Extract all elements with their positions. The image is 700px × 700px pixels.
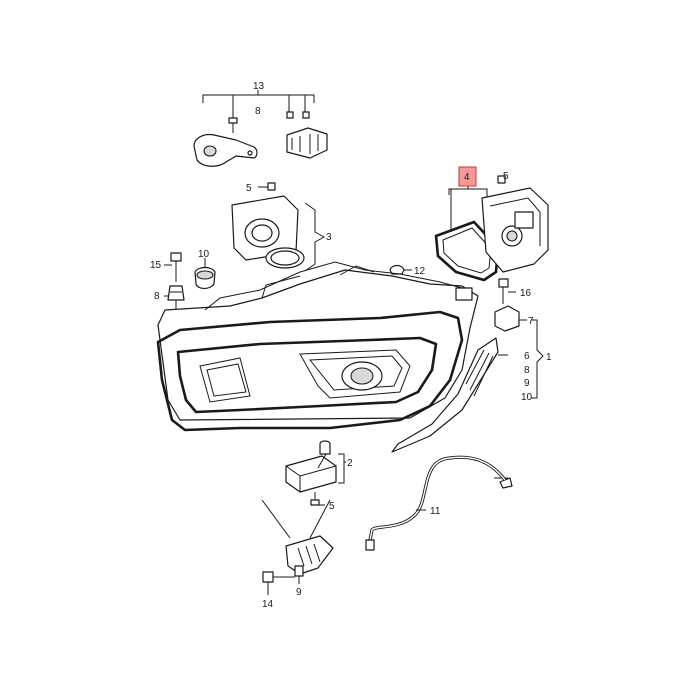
highlight-callout-4-box — [458, 166, 477, 187]
ballast-2 — [285, 440, 346, 506]
screw-16 — [498, 278, 516, 304]
callout-10-right: 10 — [521, 392, 533, 403]
callout-15: 15 — [150, 260, 162, 271]
callout-8-top: 8 — [255, 106, 261, 117]
callout-5-bottom: 5 — [329, 501, 335, 512]
callout-9-right: 9 — [524, 378, 530, 389]
callout-8-right: 8 — [524, 365, 530, 376]
housing-4-group — [434, 175, 549, 282]
mount-bracket-left — [193, 133, 258, 167]
screw-14 — [262, 571, 295, 595]
bulb-10 — [194, 258, 216, 290]
screw-part — [228, 117, 238, 133]
callout-6: 6 — [524, 351, 530, 362]
group-13-bracket — [193, 90, 328, 167]
callout-5-top: 5 — [246, 183, 252, 194]
screw-15-group — [164, 252, 185, 314]
callout-5-right: 5 — [503, 171, 509, 182]
bulb-12 — [389, 264, 412, 275]
callout-9-bottom: 9 — [296, 587, 302, 598]
callout-4: 4 — [464, 172, 470, 183]
callout-8-left: 8 — [154, 291, 160, 302]
callout-16: 16 — [520, 288, 532, 299]
headlight-housing — [156, 261, 479, 432]
trim-6 — [391, 337, 508, 453]
callout-3: 3 — [326, 232, 332, 243]
callout-7: 7 — [528, 316, 534, 327]
bracket-group-1 — [531, 319, 544, 399]
callout-1: 1 — [546, 352, 552, 363]
callout-10: 10 — [198, 249, 210, 260]
cable-11 — [365, 455, 513, 551]
callout-2: 2 — [347, 458, 353, 469]
callout-14: 14 — [262, 599, 274, 610]
module-3 — [231, 182, 326, 272]
callout-12: 12 — [414, 266, 426, 277]
clip-bracket-right — [286, 111, 328, 159]
adjuster-7 — [494, 305, 527, 332]
adjuster-9 — [261, 499, 334, 584]
callout-11: 11 — [430, 506, 441, 517]
callout-13: 13 — [253, 81, 265, 92]
